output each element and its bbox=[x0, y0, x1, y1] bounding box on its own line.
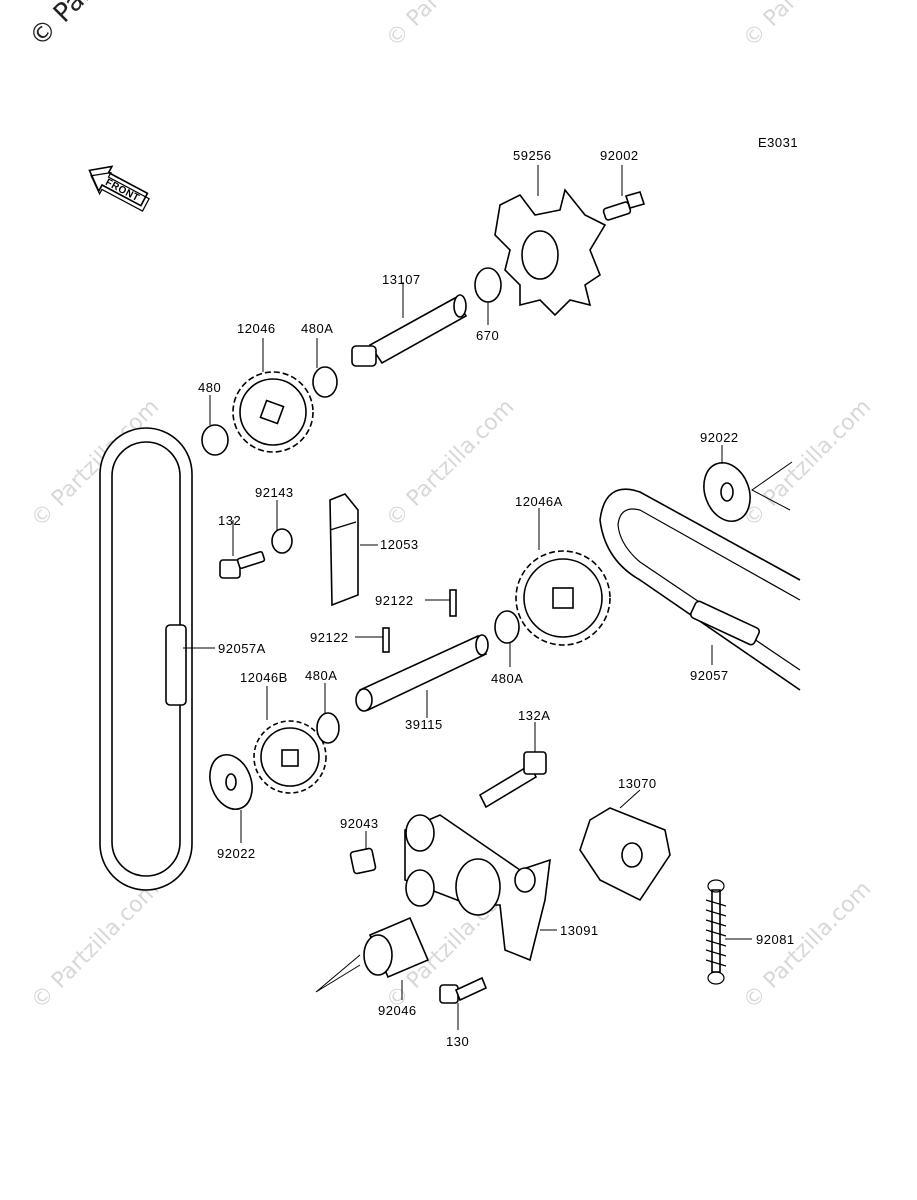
circlip-480-icon bbox=[201, 424, 229, 456]
circlip-480a-mid-icon bbox=[316, 712, 340, 744]
watermark-text: © Partzilla.com bbox=[27, 877, 165, 1015]
callout-92002: 92002 bbox=[600, 148, 639, 163]
callout-92022-right: 92022 bbox=[700, 430, 739, 445]
watermark-text: © Partzilla.com bbox=[382, 0, 520, 52]
callout-92046: 92046 bbox=[378, 1003, 417, 1018]
arm-13091-icon bbox=[404, 814, 551, 962]
direction-guide-left bbox=[315, 954, 361, 993]
watermark-text: © Partzilla.com bbox=[382, 395, 520, 533]
washer-92022-right-icon bbox=[703, 462, 751, 522]
callout-92043: 92043 bbox=[340, 816, 379, 831]
bearing-92046-icon bbox=[363, 916, 430, 979]
callout-480a-top: 480A bbox=[301, 321, 333, 336]
callout-13070: 13070 bbox=[618, 776, 657, 791]
front-arrow-icon: FRONT bbox=[88, 165, 150, 212]
sprocket-59256-icon bbox=[494, 188, 607, 317]
watermark-text: © Partzilla.com bbox=[739, 0, 877, 52]
leader-lines bbox=[183, 165, 752, 1030]
dowel-92043-icon bbox=[349, 847, 377, 875]
callout-12046: 12046 bbox=[237, 321, 276, 336]
callout-132: 132 bbox=[218, 513, 241, 528]
sprocket-12046b-icon bbox=[253, 720, 327, 794]
watermark-text: © Partzilla.com bbox=[739, 395, 877, 533]
watermark-corner: © Parts bbox=[24, 0, 115, 53]
callout-labels: 59256 92002 13107 670 12046 480A 480 920… bbox=[198, 148, 795, 1049]
o-ring-670-icon bbox=[474, 267, 502, 303]
diagram-code: E3031 bbox=[758, 135, 798, 150]
washer-92022-left-icon bbox=[209, 754, 253, 810]
circlip-480a-right-icon bbox=[494, 610, 520, 644]
callout-12046b: 12046B bbox=[240, 670, 288, 685]
callout-130: 130 bbox=[446, 1034, 469, 1049]
callout-12046a: 12046A bbox=[515, 494, 563, 509]
tensioner-13070-icon bbox=[579, 807, 671, 902]
chain-92057a-icon bbox=[99, 427, 193, 891]
callout-92057: 92057 bbox=[690, 668, 729, 683]
callout-12053: 12053 bbox=[380, 537, 419, 552]
shaft-13107-icon bbox=[351, 294, 468, 367]
shaft-39115-icon bbox=[355, 634, 489, 712]
callout-480a-mid: 480A bbox=[305, 668, 337, 683]
callout-670: 670 bbox=[476, 328, 499, 343]
callout-92081: 92081 bbox=[756, 932, 795, 947]
bracket-12053-icon bbox=[329, 493, 359, 607]
spring-92081-icon bbox=[705, 879, 727, 985]
callout-92057a: 92057A bbox=[218, 641, 266, 656]
callout-480: 480 bbox=[198, 380, 221, 395]
callout-59256: 59256 bbox=[513, 148, 552, 163]
chain-92057-icon bbox=[599, 488, 801, 691]
bolt-132a-icon bbox=[478, 751, 547, 809]
callout-13091: 13091 bbox=[560, 923, 599, 938]
callout-39115: 39115 bbox=[405, 717, 443, 732]
circlip-480a-icon bbox=[312, 366, 338, 398]
callout-132a: 132A bbox=[518, 708, 550, 723]
callout-92122-lower: 92122 bbox=[310, 630, 349, 645]
direction-guide-right bbox=[751, 461, 793, 511]
callout-92022-left: 92022 bbox=[217, 846, 256, 861]
pin-92122-lower-icon bbox=[382, 627, 390, 653]
callout-92143: 92143 bbox=[255, 485, 294, 500]
sprocket-12046-icon bbox=[232, 371, 314, 453]
bolt-132-icon bbox=[219, 550, 266, 579]
callout-480a-right: 480A bbox=[491, 671, 523, 686]
pin-92122-upper-icon bbox=[449, 589, 457, 617]
washer-92143-icon bbox=[271, 528, 293, 554]
callout-92122-upper: 92122 bbox=[375, 593, 414, 608]
bolt-130-icon bbox=[439, 976, 488, 1004]
sprocket-12046a-icon bbox=[515, 550, 611, 646]
bolt-92002-icon bbox=[602, 191, 646, 221]
callout-13107: 13107 bbox=[382, 272, 421, 287]
